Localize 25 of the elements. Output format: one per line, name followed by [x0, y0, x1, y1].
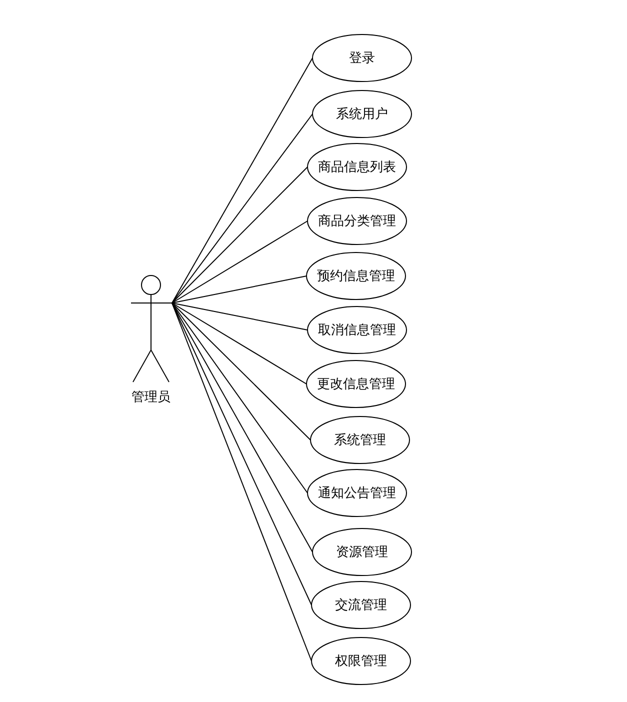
use-case-label: 通知公告管理 — [318, 485, 396, 502]
use-case-label: 登录 — [349, 50, 375, 67]
association-line — [172, 302, 308, 330]
association-line — [172, 302, 313, 552]
association-line — [172, 302, 312, 662]
use-case-label: 系统管理 — [334, 432, 386, 449]
use-case-label: 交流管理 — [335, 597, 387, 614]
association-line — [172, 114, 313, 304]
association-line — [172, 302, 312, 606]
use-case-label: 权限管理 — [335, 653, 387, 670]
use-case-label: 取消信息管理 — [318, 322, 396, 339]
use-case-label: 更改信息管理 — [317, 376, 395, 393]
use-case-label: 预约信息管理 — [317, 268, 395, 285]
association-line — [172, 166, 308, 304]
association-line — [172, 302, 308, 494]
use-case-label: 商品分类管理 — [318, 213, 396, 230]
association-line — [172, 220, 308, 304]
use-case-label: 商品信息列表 — [318, 159, 396, 176]
use-case-label: 系统用户 — [336, 106, 388, 123]
association-line — [172, 302, 311, 440]
use-case-label: 资源管理 — [336, 544, 388, 561]
association-line — [172, 302, 307, 384]
actor-label: 管理员 — [130, 389, 172, 406]
association-line — [172, 276, 307, 304]
association-line — [172, 58, 313, 304]
